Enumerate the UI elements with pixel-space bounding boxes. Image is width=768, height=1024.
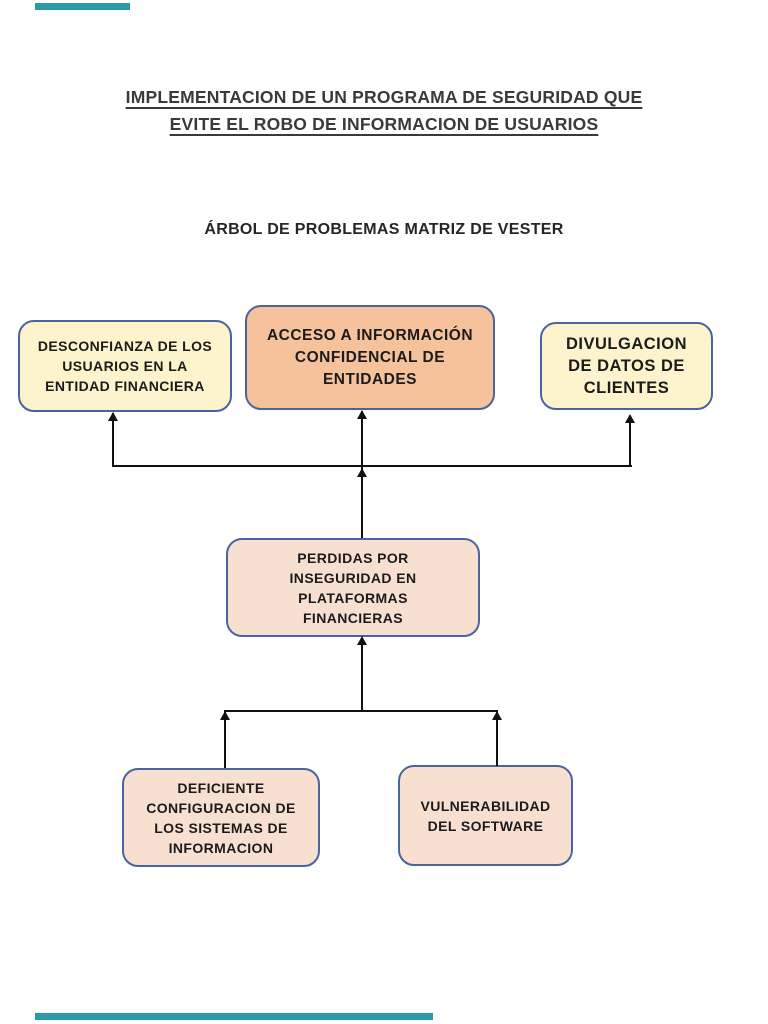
edge-line-from-deficiente [224, 712, 226, 768]
node-deficiente-configuracion: DEFICIENTE CONFIGURACION DE LOS SISTEMAS… [122, 768, 320, 867]
document-title: IMPLEMENTACION DE UN PROGRAMA DE SEGURID… [125, 87, 643, 134]
edge-line-from-vulnerabilidad [496, 712, 498, 766]
node-label: ACCESO A INFORMACIÓN CONFIDENCIAL DE ENT… [266, 326, 474, 388]
edge-line-to-divulgacion [629, 416, 631, 467]
node-vulnerabilidad-software: VULNERABILIDAD DEL SOFTWARE [398, 765, 573, 866]
arrowhead-from-perdidas [357, 468, 367, 477]
edge-line-from-perdidas [361, 467, 363, 538]
edge-hline-effects [112, 465, 632, 467]
arrowhead-from-deficiente [220, 711, 230, 720]
node-label: DEFICIENTE CONFIGURACION DE LOS SISTEMAS… [146, 779, 296, 856]
node-perdidas: PERDIDAS POR INSEGURIDAD EN PLATAFORMAS … [226, 538, 480, 637]
page-edge-accent-bottom [35, 1013, 433, 1020]
arrowhead-to-desconfianza [108, 412, 118, 421]
node-label: PERDIDAS POR INSEGURIDAD EN PLATAFORMAS … [289, 549, 417, 626]
arrowhead-to-acceso [357, 410, 367, 419]
node-label: DESCONFIANZA DE LOS USUARIOS EN LA ENTID… [37, 338, 213, 394]
arrowhead-to-perdidas [357, 636, 367, 645]
edge-line-to-acceso [361, 411, 363, 467]
arrowhead-to-divulgacion [625, 414, 635, 423]
node-desconfianza: DESCONFIANZA DE LOS USUARIOS EN LA ENTID… [18, 320, 232, 412]
page-edge-accent-top [35, 3, 130, 10]
node-label: DIVULGACION DE DATOS DE CLIENTES [566, 335, 687, 397]
edge-line-to-perdidas [361, 638, 363, 712]
node-acceso-informacion: ACCESO A INFORMACIÓN CONFIDENCIAL DE ENT… [245, 305, 495, 410]
node-divulgacion: DIVULGACION DE DATOS DE CLIENTES [540, 322, 713, 410]
diagram-title: ÁRBOL DE PROBLEMAS MATRIZ DE VESTER [204, 221, 564, 238]
node-label: VULNERABILIDAD DEL SOFTWARE [420, 797, 551, 834]
edge-line-to-desconfianza [112, 413, 114, 467]
arrowhead-from-vulnerabilidad [492, 711, 502, 720]
